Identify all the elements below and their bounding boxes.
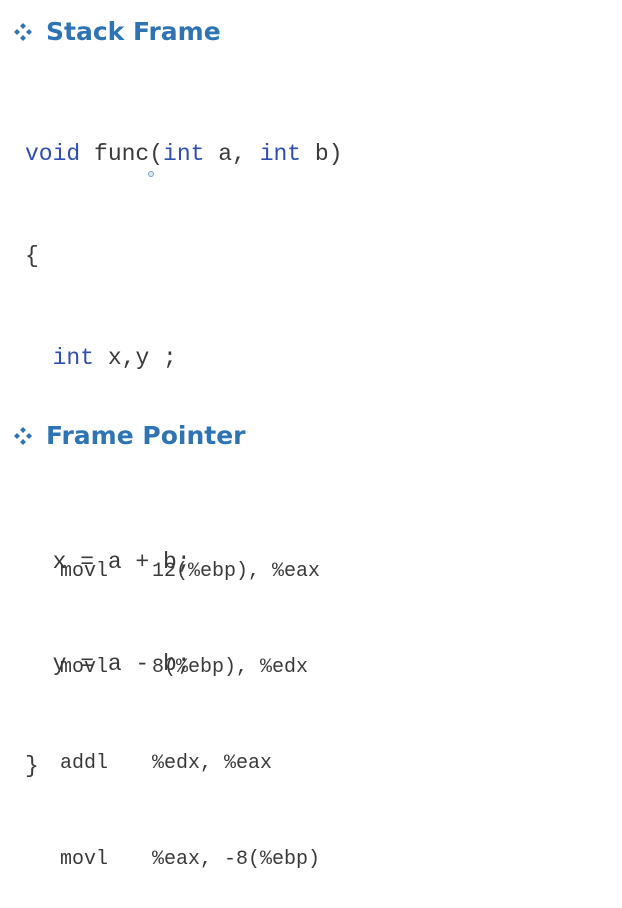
asm-line: movl 12(%ebp), %eax <box>60 556 320 588</box>
asm-operands: %edx, %eax <box>152 752 273 775</box>
keyword: int <box>163 141 205 167</box>
code-text: x,y ; <box>94 345 177 371</box>
keyword: int <box>52 345 95 371</box>
four-diamond-bullet-icon <box>14 426 32 445</box>
code-line: void func(int a, int b) <box>25 137 343 171</box>
asm-line: movl %eax, -8(%ebp) <box>60 844 320 876</box>
asm-operands: 12(%ebp), %eax <box>152 560 321 583</box>
asm-line: movl 8(%ebp), %edx <box>60 652 320 684</box>
code-line: int x,y ; <box>25 341 343 375</box>
keyword: int <box>259 141 302 167</box>
four-diamond-bullet-icon <box>14 22 32 41</box>
asm-opcode: movl <box>60 560 109 583</box>
assembly-code-block: movl 12(%ebp), %eax movl 8(%ebp), %edx add… <box>60 492 320 908</box>
code-line: { <box>25 239 343 273</box>
asm-operands: 8(%ebp), %edx <box>152 656 309 679</box>
mouse-cursor-dot <box>148 171 154 177</box>
asm-opcode: addl <box>60 752 109 775</box>
stack-frame-heading: Stack Frame <box>14 17 221 46</box>
asm-opcode: movl <box>60 656 109 679</box>
section-title: Stack Frame <box>46 17 221 46</box>
code-line: x = a + b; <box>25 545 343 579</box>
code-indent <box>25 345 53 371</box>
code-text: x = a + b; <box>25 549 191 575</box>
code-text: } <box>25 753 39 779</box>
asm-line: addl %edx, %eax <box>60 748 320 780</box>
section-title: Frame Pointer <box>46 421 246 450</box>
keyword: void <box>25 141 81 167</box>
code-text: b) <box>301 141 343 167</box>
code-text: { <box>25 243 39 269</box>
asm-opcode: movl <box>60 848 109 871</box>
code-text: a, <box>204 141 260 167</box>
asm-operands: %eax, -8(%ebp) <box>152 848 321 871</box>
frame-pointer-heading: Frame Pointer <box>14 421 246 450</box>
code-text: func( <box>80 141 164 167</box>
